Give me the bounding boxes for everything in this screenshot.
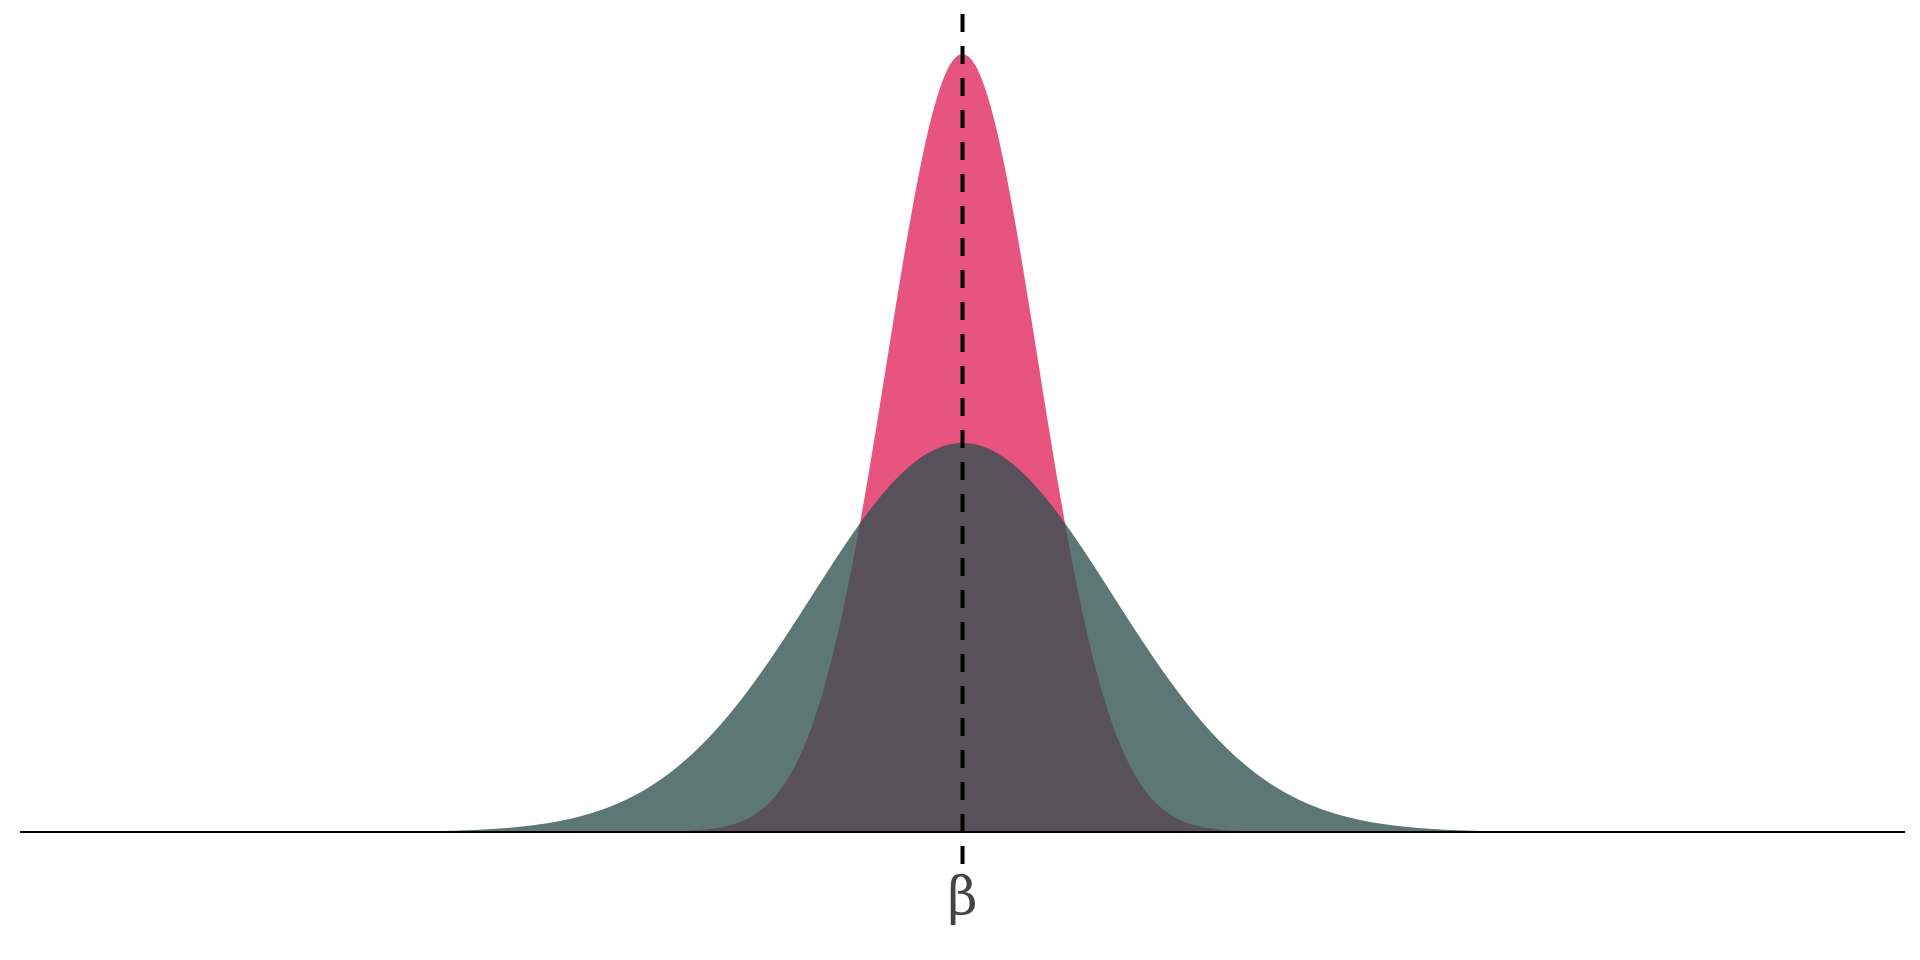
- x-tick-label-beta: β: [947, 867, 977, 927]
